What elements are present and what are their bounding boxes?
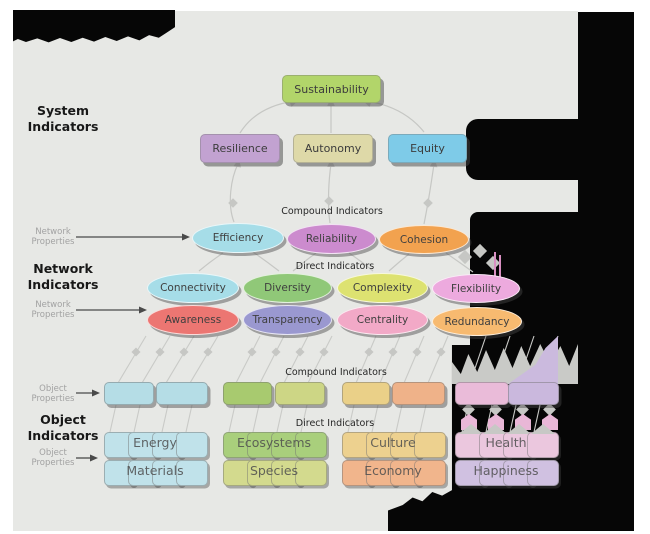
node-cohesion: Cohesion bbox=[379, 225, 469, 254]
object-direct-heading: Direct Indicators bbox=[295, 418, 375, 429]
pink-bar-artifact bbox=[499, 255, 501, 279]
object-compound-box bbox=[275, 382, 325, 405]
object-box bbox=[176, 432, 208, 458]
node-flexibility: Flexibility bbox=[432, 274, 520, 303]
section-label-system: System Indicators bbox=[27, 103, 99, 134]
node-equity: Equity bbox=[388, 134, 467, 163]
section-label-network: Network Indicators bbox=[27, 261, 99, 292]
object-box bbox=[527, 432, 559, 458]
object-compound-box bbox=[223, 382, 272, 405]
network-direct-heading: Direct Indicators bbox=[295, 261, 375, 272]
object-compound-box bbox=[455, 382, 509, 405]
object-box bbox=[295, 432, 327, 458]
object-box bbox=[295, 460, 327, 486]
object-row-ecosystems: Ecosystems bbox=[223, 432, 327, 458]
object-compound-heading: Compound Indicators bbox=[285, 367, 387, 378]
node-transparency: Transparency bbox=[243, 305, 332, 335]
object-row-energy: Energy bbox=[104, 432, 208, 458]
object-properties-label-1: Object Properties bbox=[31, 384, 75, 405]
object-compound-box bbox=[392, 382, 445, 405]
object-row-culture: Culture bbox=[342, 432, 446, 458]
properties-arrows bbox=[76, 236, 184, 459]
object-compound-box bbox=[508, 382, 559, 405]
object-row-happiness: Happiness bbox=[455, 460, 559, 486]
object-row-health: Health bbox=[455, 432, 559, 458]
node-resilience: Resilience bbox=[200, 134, 280, 163]
pink-bar-artifact bbox=[494, 252, 496, 276]
node-centrality: Centrality bbox=[337, 305, 428, 335]
pink-house-artifact bbox=[542, 414, 558, 430]
node-autonomy: Autonomy bbox=[293, 134, 373, 163]
network-properties-label-1: Network Properties bbox=[31, 227, 75, 248]
object-properties-label-2: Object Properties bbox=[31, 448, 75, 469]
node-complexity: Complexity bbox=[337, 273, 428, 303]
object-compound-box bbox=[342, 382, 390, 405]
network-compound-heading: Compound Indicators bbox=[281, 206, 383, 217]
node-connectivity: Connectivity bbox=[147, 273, 239, 303]
node-reliability: Reliability bbox=[287, 224, 376, 254]
black-notch-equity bbox=[466, 119, 579, 180]
node-efficiency: Efficiency bbox=[192, 223, 284, 253]
object-box bbox=[414, 432, 446, 458]
object-box bbox=[527, 460, 559, 486]
pink-house-artifact bbox=[488, 414, 504, 430]
object-compound-box bbox=[156, 382, 208, 405]
node-diversity: Diversity bbox=[243, 273, 332, 303]
node-awareness: Awareness bbox=[147, 305, 239, 335]
object-row-materials: Materials bbox=[104, 460, 208, 486]
section-label-object: Object Indicators bbox=[27, 412, 99, 443]
object-box bbox=[414, 460, 446, 486]
object-row-species: Species bbox=[223, 460, 327, 486]
node-redundancy: Redundancy bbox=[432, 307, 522, 336]
network-properties-label-2: Network Properties bbox=[31, 300, 75, 321]
object-compound-box bbox=[104, 382, 154, 405]
object-row-economy: Economy bbox=[342, 460, 446, 486]
object-box bbox=[176, 460, 208, 486]
node-sustainability: Sustainability bbox=[282, 75, 381, 103]
